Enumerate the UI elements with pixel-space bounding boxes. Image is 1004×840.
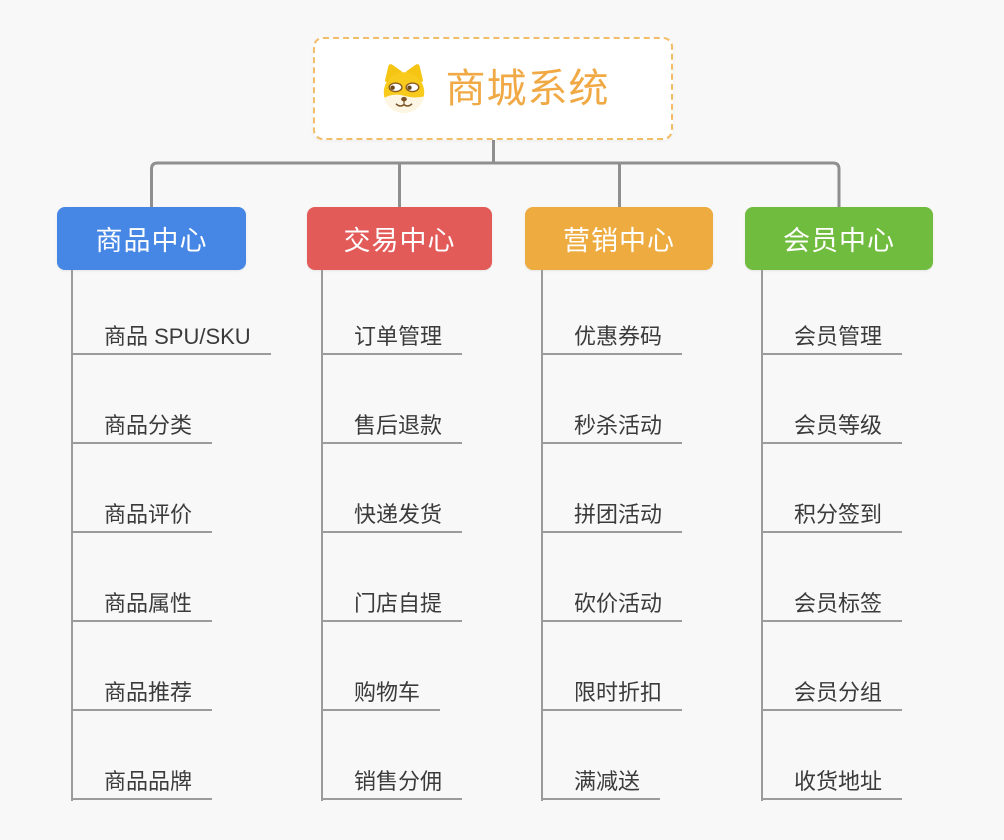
branch-node-marketing-center[interactable]: 营销中心 bbox=[525, 207, 713, 270]
leaf-label: 优惠券码 bbox=[574, 323, 663, 349]
branch-spine-line bbox=[761, 270, 763, 801]
leaf-label: 销售分佣 bbox=[354, 768, 443, 794]
leaf-node[interactable]: 商品品牌 bbox=[71, 711, 213, 800]
leaf-node[interactable]: 订单管理 bbox=[321, 266, 463, 355]
dog-face-icon bbox=[383, 63, 424, 113]
leaf-node[interactable]: 售后退款 bbox=[321, 355, 463, 444]
leaf-node[interactable]: 秒杀活动 bbox=[541, 355, 683, 444]
leaf-label: 快递发货 bbox=[354, 501, 443, 527]
leaf-column-marketing-center: 优惠券码 秒杀活动 拼团活动 砍价活动 限时折扣 满减送 bbox=[541, 266, 683, 800]
leaf-node[interactable]: 商品分类 bbox=[71, 355, 213, 444]
leaf-label: 限时折扣 bbox=[574, 679, 663, 705]
leaf-label: 砍价活动 bbox=[574, 590, 663, 616]
branch-spine-line bbox=[541, 270, 543, 801]
leaf-node[interactable]: 会员管理 bbox=[761, 266, 903, 355]
branch-node-product-center[interactable]: 商品中心 bbox=[57, 207, 246, 270]
leaf-column-trade-center: 订单管理 售后退款 快递发货 门店自提 购物车 销售分佣 bbox=[321, 266, 463, 800]
leaf-node[interactable]: 会员标签 bbox=[761, 533, 903, 622]
branch-node-label: 商品中心 bbox=[95, 226, 208, 256]
leaf-label: 会员分组 bbox=[794, 679, 883, 705]
leaf-node[interactable]: 销售分佣 bbox=[321, 711, 463, 800]
root-node-mall-system[interactable]: 商城系统 bbox=[313, 37, 673, 140]
leaf-label: 会员标签 bbox=[794, 590, 883, 616]
leaf-label: 秒杀活动 bbox=[574, 412, 663, 438]
leaf-label: 积分签到 bbox=[794, 501, 883, 527]
connector-lines bbox=[150, 140, 841, 207]
leaf-label: 门店自提 bbox=[354, 590, 443, 616]
leaf-node[interactable]: 拼团活动 bbox=[541, 444, 683, 533]
branch-node-trade-center[interactable]: 交易中心 bbox=[307, 207, 492, 270]
leaf-node[interactable]: 积分签到 bbox=[761, 444, 903, 533]
leaf-label: 购物车 bbox=[354, 679, 421, 705]
leaf-label: 商品分类 bbox=[104, 412, 193, 438]
leaf-label: 收货地址 bbox=[794, 768, 883, 794]
leaf-label: 商品推荐 bbox=[104, 679, 193, 705]
branch-node-member-center[interactable]: 会员中心 bbox=[745, 207, 933, 270]
branch-node-label: 会员中心 bbox=[783, 226, 895, 256]
leaf-node[interactable]: 商品 SPU/SKU bbox=[71, 266, 271, 355]
leaf-label: 订单管理 bbox=[354, 323, 443, 349]
leaf-node[interactable]: 商品属性 bbox=[71, 533, 213, 622]
leaf-node[interactable]: 限时折扣 bbox=[541, 622, 683, 711]
leaf-node[interactable]: 商品评价 bbox=[71, 444, 213, 533]
branch-spine-line bbox=[71, 270, 73, 801]
leaf-label: 售后退款 bbox=[354, 412, 443, 438]
leaf-node[interactable]: 会员等级 bbox=[761, 355, 903, 444]
leaf-node[interactable]: 购物车 bbox=[321, 622, 441, 711]
leaf-node[interactable]: 收货地址 bbox=[761, 711, 903, 800]
leaf-node[interactable]: 门店自提 bbox=[321, 533, 463, 622]
leaf-label: 商品品牌 bbox=[104, 768, 193, 794]
leaf-label: 满减送 bbox=[574, 768, 641, 794]
leaf-label: 会员等级 bbox=[794, 412, 883, 438]
leaf-column-member-center: 会员管理 会员等级 积分签到 会员标签 会员分组 收货地址 bbox=[761, 266, 903, 800]
leaf-node[interactable]: 优惠券码 bbox=[541, 266, 683, 355]
leaf-column-product-center: 商品 SPU/SKU 商品分类 商品评价 商品属性 商品推荐 商品品牌 bbox=[71, 266, 271, 800]
leaf-label: 会员管理 bbox=[794, 323, 883, 349]
leaf-node[interactable]: 商品推荐 bbox=[71, 622, 213, 711]
branch-node-label: 交易中心 bbox=[343, 226, 456, 256]
leaf-label: 商品属性 bbox=[104, 590, 193, 616]
leaf-node[interactable]: 会员分组 bbox=[761, 622, 903, 711]
leaf-label: 拼团活动 bbox=[574, 501, 663, 527]
leaf-node[interactable]: 快递发货 bbox=[321, 444, 463, 533]
root-node-title: 商城系统 bbox=[445, 66, 610, 111]
branch-spine-line bbox=[321, 270, 323, 801]
leaf-label: 商品 SPU/SKU bbox=[104, 323, 251, 349]
leaf-label: 商品评价 bbox=[104, 501, 193, 527]
branch-node-label: 营销中心 bbox=[563, 226, 675, 256]
leaf-node[interactable]: 砍价活动 bbox=[541, 533, 683, 622]
leaf-node[interactable]: 满减送 bbox=[541, 711, 661, 800]
